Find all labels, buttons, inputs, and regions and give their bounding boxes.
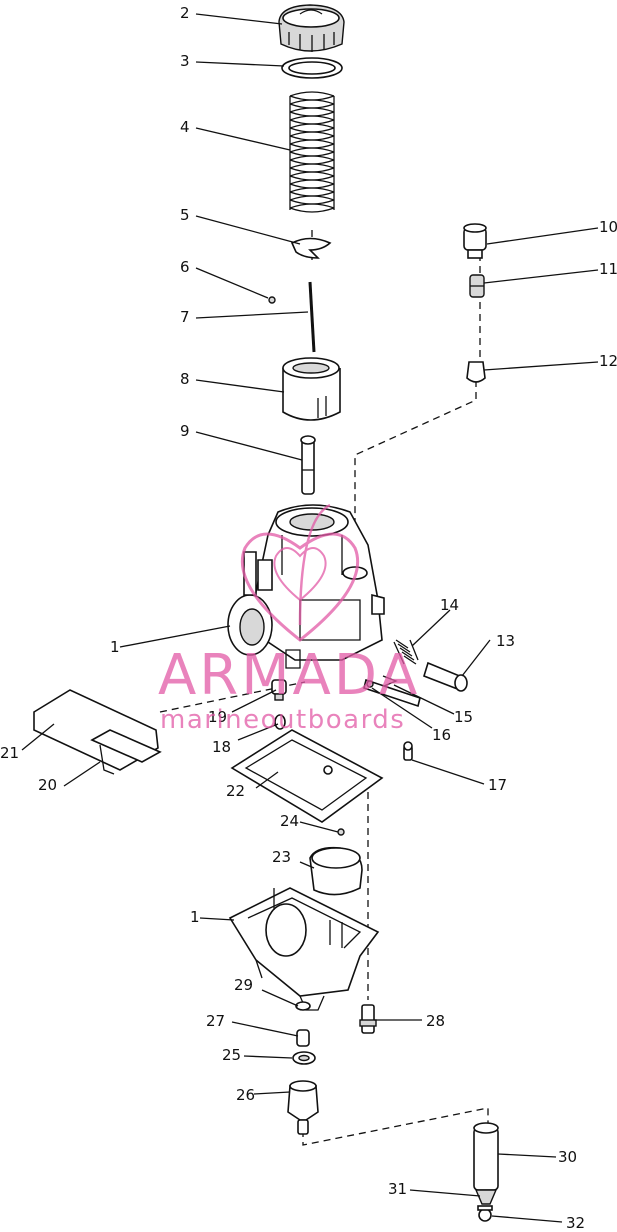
callout-18: 18 [212, 738, 231, 756]
part-32-cap [477, 1205, 493, 1222]
callout-1-body: 1 [110, 638, 120, 656]
callout-21: 21 [0, 744, 19, 762]
part-18-washer [274, 714, 286, 730]
part-28-bolt [359, 1004, 377, 1034]
part-25-o-ring [292, 1051, 316, 1065]
part-20-plate [90, 729, 162, 775]
callout-20: 20 [38, 776, 57, 794]
part-11-adjuster-nut [469, 274, 485, 298]
watermark-brand: ARMADA [158, 643, 420, 708]
part-8-throttle-valve [282, 357, 341, 421]
part-9-needle-jet [300, 435, 316, 495]
callout-1-bowl: 1 [190, 908, 200, 926]
callout-7: 7 [180, 308, 190, 326]
callout-26: 26 [236, 1086, 255, 1104]
callout-14: 14 [440, 596, 459, 614]
callout-27: 27 [206, 1012, 225, 1030]
part-30-hose [473, 1122, 499, 1191]
callout-30: 30 [558, 1148, 577, 1166]
armada-watermark: ARMADA marineoutboards [158, 503, 420, 735]
part-31-clamp [474, 1189, 498, 1205]
part-24-pin [337, 828, 345, 836]
callout-28: 28 [426, 1012, 445, 1030]
part-10-cable-fitting [463, 223, 487, 259]
callout-23: 23 [272, 848, 291, 866]
callout-31: 31 [388, 1180, 407, 1198]
callout-13: 13 [496, 632, 515, 650]
part-17-screw [403, 741, 413, 761]
part-7-jet-needle [308, 281, 316, 353]
callout-19: 19 [208, 708, 227, 726]
callout-2: 2 [180, 4, 190, 22]
part-29-washer [295, 1001, 311, 1011]
callout-29: 29 [234, 976, 253, 994]
part-13-idle-screw [423, 661, 468, 692]
part-26-drain-plug [287, 1080, 319, 1135]
part-14-spring [393, 639, 419, 665]
callout-8: 8 [180, 370, 190, 388]
heart-logo-icon [240, 503, 360, 642]
callout-17: 17 [488, 776, 507, 794]
callout-labels: 2 3 4 5 6 7 8 9 10 11 12 1 14 13 19 15 1… [0, 4, 617, 1232]
callout-9: 9 [180, 422, 190, 440]
callout-24: 24 [280, 812, 299, 830]
callout-3: 3 [180, 52, 190, 70]
callout-12: 12 [599, 352, 617, 370]
part-1-float-bowl [228, 887, 380, 1011]
part-5-retainer-plate [290, 237, 332, 259]
watermark-tagline: marineoutboards [160, 705, 405, 735]
part-16-pilot-screw [363, 678, 421, 708]
callout-15: 15 [454, 708, 473, 726]
part-27-jet [296, 1029, 310, 1047]
part-4-spring [289, 91, 335, 213]
part-12-cable-end [466, 361, 486, 383]
callout-10: 10 [599, 218, 617, 236]
callout-25: 25 [222, 1046, 241, 1064]
callout-16: 16 [432, 726, 451, 744]
part-2-cap [278, 4, 345, 52]
callout-5: 5 [180, 206, 190, 224]
callout-32: 32 [566, 1214, 585, 1232]
part-22-gasket [230, 729, 384, 823]
callout-6: 6 [180, 258, 190, 276]
callout-11: 11 [599, 260, 617, 278]
part-3-o-ring [281, 57, 343, 79]
part-23-float [309, 846, 363, 896]
callout-4: 4 [180, 118, 190, 136]
part-6-clip [268, 296, 276, 304]
callout-22: 22 [226, 782, 245, 800]
part-1-carburetor-body [227, 504, 385, 669]
leader-lines [21, 13, 599, 1223]
